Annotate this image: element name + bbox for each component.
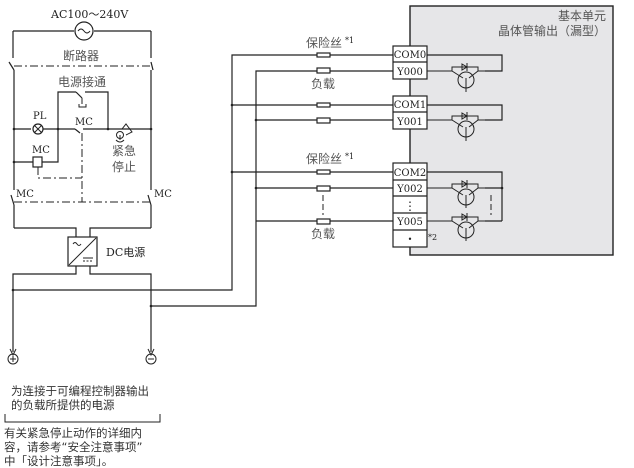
- power-on-switch-icon: [75, 91, 83, 99]
- breaker-label: 断路器: [63, 48, 99, 63]
- mc-contact-icon: [74, 128, 81, 134]
- terminal-com1: COM1: [394, 100, 426, 111]
- breaker-contact-right: [150, 61, 154, 71]
- fuse-label: 保险丝: [306, 35, 342, 50]
- transistor-icon: [427, 112, 485, 141]
- fuse-icon: [316, 52, 331, 58]
- load-icon: [316, 218, 331, 225]
- mc-right-label: MC: [154, 189, 172, 200]
- load-icon: [316, 117, 331, 124]
- mc-coil-icon: [32, 156, 43, 168]
- emergency-stop-label-1: 紧急: [112, 143, 136, 158]
- transistor-icon: [427, 63, 485, 92]
- dc-supply-label: DC电源: [106, 245, 145, 259]
- mc-contact-label: MC: [75, 117, 93, 128]
- terminal-y000: Y000: [396, 67, 423, 78]
- mc-contact-left: [10, 194, 15, 206]
- base-unit-title-1: 基本单元: [558, 9, 606, 23]
- transistor-icon: [427, 213, 485, 241]
- terminal-ellipsis: ⋮: [404, 199, 416, 213]
- load-icon: [316, 185, 331, 192]
- power-note-line-2: 的负载所提供的电源: [11, 398, 115, 412]
- emergency-note-line-3: 中「设计注意事项」。: [4, 454, 114, 468]
- terminal-com2: COM2: [394, 168, 426, 179]
- power-on-label: 电源接通: [58, 74, 106, 89]
- terminal-y005: Y005: [396, 217, 423, 228]
- minus-terminal-icon: [145, 353, 157, 365]
- load-label: 负载: [311, 227, 335, 241]
- terminal-y002: Y002: [396, 184, 423, 195]
- transistor-icon: [427, 180, 485, 208]
- ac-supply-label: AC100～240V: [50, 8, 129, 21]
- note-2: *2: [428, 233, 437, 242]
- mc-left-label: MC: [16, 189, 34, 200]
- fuse-icon: [316, 102, 331, 108]
- fuse-note: *1: [345, 152, 354, 161]
- breaker-contact-left: [8, 61, 15, 71]
- load-icon: [316, 67, 331, 74]
- emergency-note-line-1: 有关紧急停止动作的详细内: [4, 426, 142, 440]
- mc-contact-right: [147, 194, 152, 206]
- fuse-icon: [316, 169, 331, 175]
- mc-coil-label: MC: [32, 145, 50, 156]
- power-note: 为连接于可编程控制器输出 的负载所提供的电源: [11, 384, 149, 412]
- terminal-block: [392, 45, 428, 248]
- terminal-blank: •: [408, 235, 413, 244]
- power-note-line-1: 为连接于可编程控制器输出: [11, 384, 149, 398]
- power-note-bracket: [4, 414, 161, 423]
- emergency-stop-label-2: 停止: [112, 159, 136, 174]
- base-unit-title-2: 晶体管输出（漏型）: [498, 23, 606, 38]
- load-label: 负载: [311, 77, 335, 91]
- plus-terminal-icon: [7, 353, 19, 365]
- fuse-label: 保险丝: [306, 151, 342, 166]
- base-unit-box: [409, 5, 614, 256]
- fuse-note: *1: [345, 36, 354, 45]
- emergency-note-line-2: 容，请参考“安全注意事项”: [4, 440, 143, 454]
- emergency-note: 有关紧急停止动作的详细内 容，请参考“安全注意事项” 中「设计注意事项」。: [4, 426, 142, 468]
- terminal-com0: COM0: [394, 50, 426, 61]
- pilot-lamp-label: PL: [33, 111, 47, 122]
- terminal-y001: Y001: [396, 117, 423, 128]
